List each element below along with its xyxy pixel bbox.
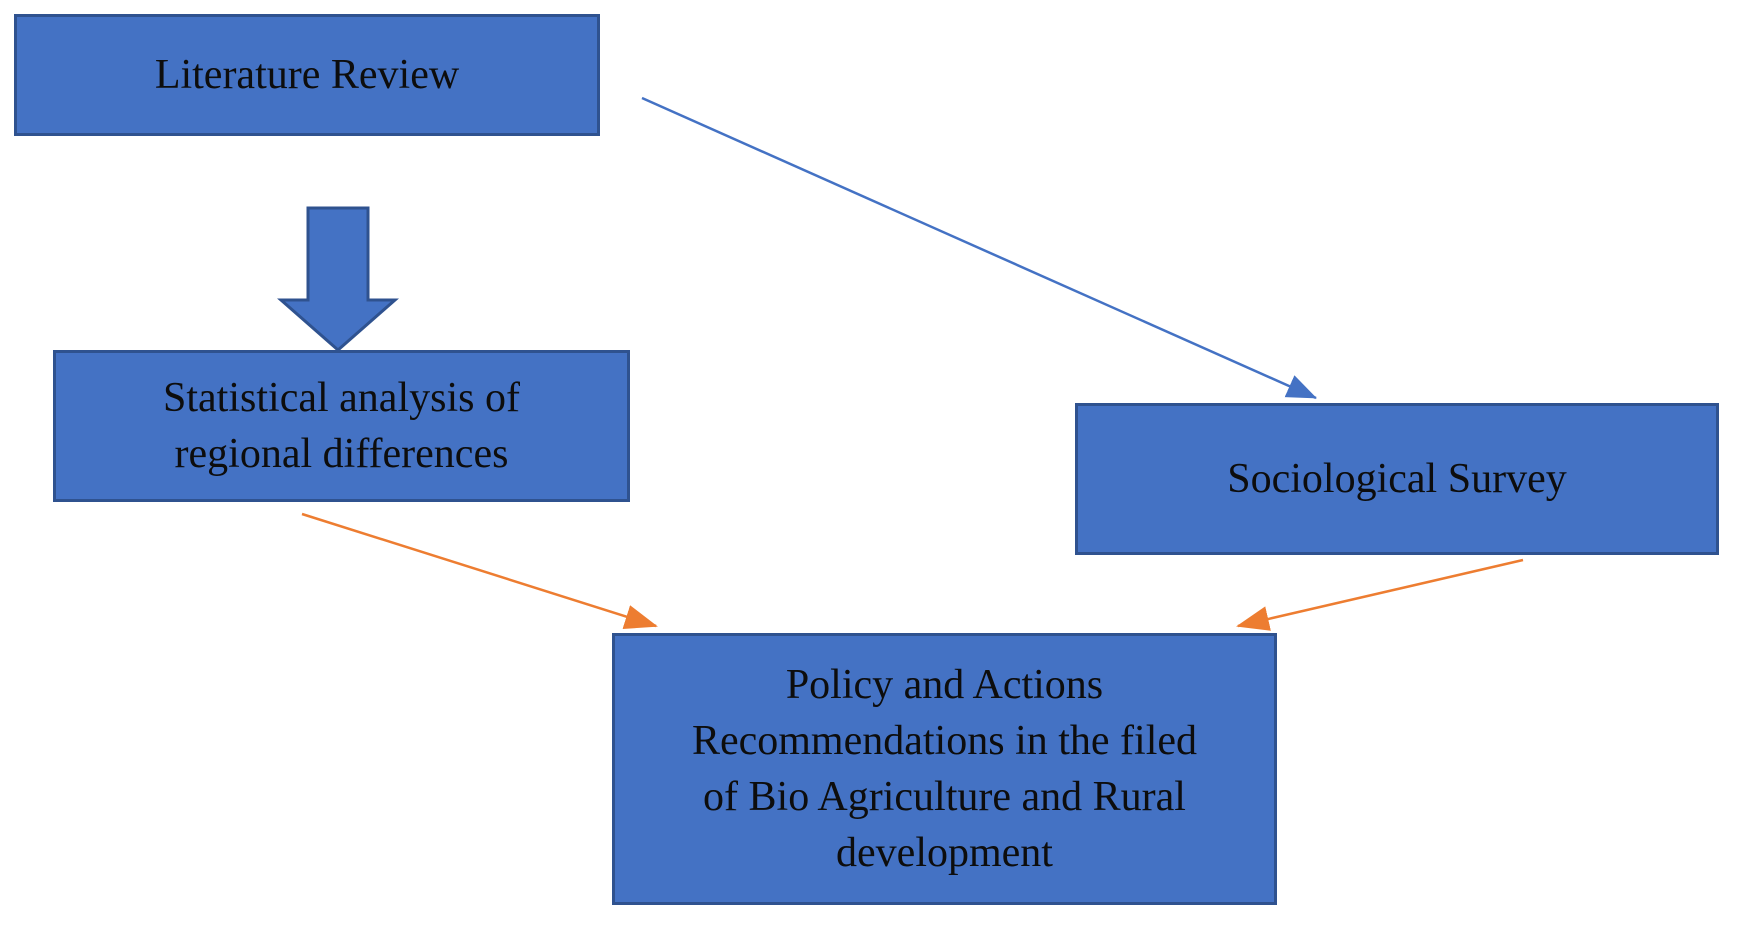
statistical-analysis-label-line1: Statistical analysis of [163,375,520,421]
policy-label-line1: Policy and Actions [785,662,1104,708]
policy-label-line4: development [836,830,1053,876]
block-arrow-down-icon [277,206,399,352]
sociological-survey-box: Sociological Survey [1075,403,1719,555]
arrow-survey-to-policy-icon [1236,558,1524,631]
policy-label-line2: Recommendations in the filed [691,718,1198,764]
statistical-analysis-box: Statistical analysis of regional differe… [53,350,630,502]
statistical-analysis-label-line2: regional differences [174,431,509,477]
arrow-statistical-to-policy-icon [301,512,658,630]
arrow-literature-to-survey-icon [641,96,1317,400]
sociological-survey-label: Sociological Survey [1227,456,1567,502]
literature-review-box: Literature Review [14,14,600,136]
policy-label-line3: of Bio Agriculture and Rural [703,774,1186,820]
policy-recommendations-box: Policy and Actions Recommendations in th… [612,633,1277,905]
literature-review-label: Literature Review [154,52,460,98]
